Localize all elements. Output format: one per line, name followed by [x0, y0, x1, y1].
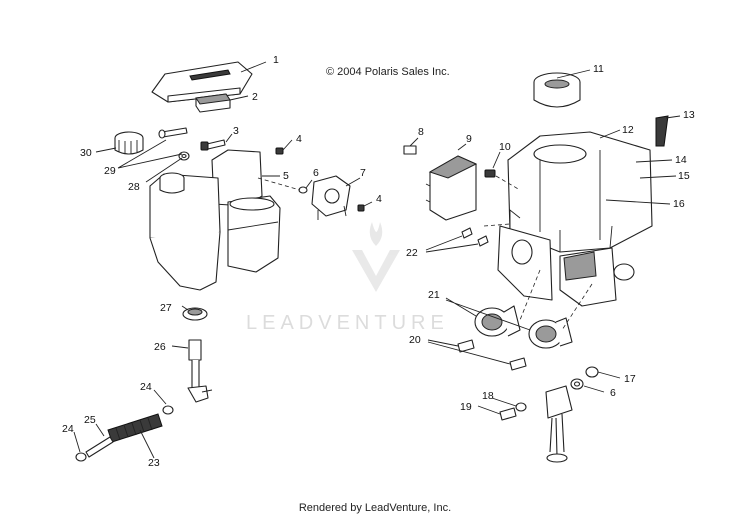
watermark-logo [352, 222, 400, 292]
callout-18: 18 [482, 390, 494, 402]
part-23-hose [107, 413, 163, 443]
callout-30: 30 [80, 147, 92, 159]
part-29-bolt [158, 127, 188, 139]
part-1-cover [151, 61, 253, 103]
callout-1: 1 [273, 54, 279, 66]
callout-7: 7 [360, 167, 366, 179]
part-11-ring [533, 72, 581, 108]
callout-6a: 6 [313, 167, 319, 179]
callout-29: 29 [104, 165, 116, 177]
callout-28: 28 [128, 181, 140, 193]
callout-8: 8 [418, 126, 424, 138]
part-17-nut [585, 366, 599, 378]
part-30-cap [114, 131, 144, 155]
part-14-airbox [497, 131, 653, 307]
footer-credit: Rendered by LeadVenture, Inc. [298, 502, 452, 514]
callout-20: 20 [409, 334, 421, 346]
callout-17: 17 [624, 373, 636, 385]
part-24-clamp-b [75, 452, 87, 462]
part-4-nut-a [275, 147, 284, 155]
callout-23: 23 [148, 457, 160, 469]
callout-22: 22 [406, 247, 418, 259]
callout-24b: 24 [62, 423, 74, 435]
part-9-module [425, 155, 478, 221]
part-20-bolts [457, 339, 527, 371]
part-25-tube [85, 436, 114, 458]
part-22-screws [461, 227, 489, 247]
callout-3: 3 [233, 125, 239, 137]
part-21-boot-b [528, 317, 573, 349]
watermark-text: LEADVENTURE [246, 312, 449, 334]
callout-27: 27 [160, 302, 172, 314]
part-3-bolt [200, 139, 226, 151]
callout-6b: 6 [610, 387, 616, 399]
callout-13: 13 [683, 109, 695, 121]
callout-12: 12 [622, 124, 634, 136]
part-6-washer-right [570, 378, 584, 390]
part-heater-sensor [545, 385, 573, 463]
part-7-pump [311, 175, 351, 220]
callout-21: 21 [428, 289, 440, 301]
copyright-notice: © 2004 Polaris Sales Inc. [326, 66, 450, 78]
dashed-guides [257, 175, 593, 331]
callout-2: 2 [252, 91, 258, 103]
part-26-sensor [187, 339, 213, 403]
leader-lines [73, 61, 681, 459]
part-2-block [195, 93, 231, 113]
part-10-clip [484, 169, 496, 178]
part-4-nut-b [357, 204, 365, 212]
part-8-bolt [403, 145, 417, 155]
callout-14: 14 [675, 154, 687, 166]
callout-25: 25 [84, 414, 96, 426]
part-18-washer [515, 402, 527, 412]
callout-19: 19 [460, 401, 472, 413]
callout-4b: 4 [376, 193, 382, 205]
callout-26: 26 [154, 341, 166, 353]
part-5-oil-tank [149, 149, 281, 291]
callout-16: 16 [673, 198, 685, 210]
callout-15: 15 [678, 170, 690, 182]
part-19-bolt [499, 407, 517, 421]
part-13-bracket [655, 115, 669, 147]
part-27-grommet [182, 307, 208, 321]
part-21-boot-a [474, 305, 521, 337]
callout-24a: 24 [140, 381, 152, 393]
callout-10: 10 [499, 141, 511, 153]
callout-9: 9 [466, 133, 472, 145]
callout-4a: 4 [296, 133, 302, 145]
callout-11: 11 [593, 63, 604, 75]
part-6-washer [298, 186, 308, 194]
callout-5: 5 [283, 170, 289, 182]
part-24-clamp-a [162, 405, 174, 415]
callouts: 1 2 3 4 5 6 7 4 8 9 10 11 12 13 14 15 16… [62, 54, 695, 469]
